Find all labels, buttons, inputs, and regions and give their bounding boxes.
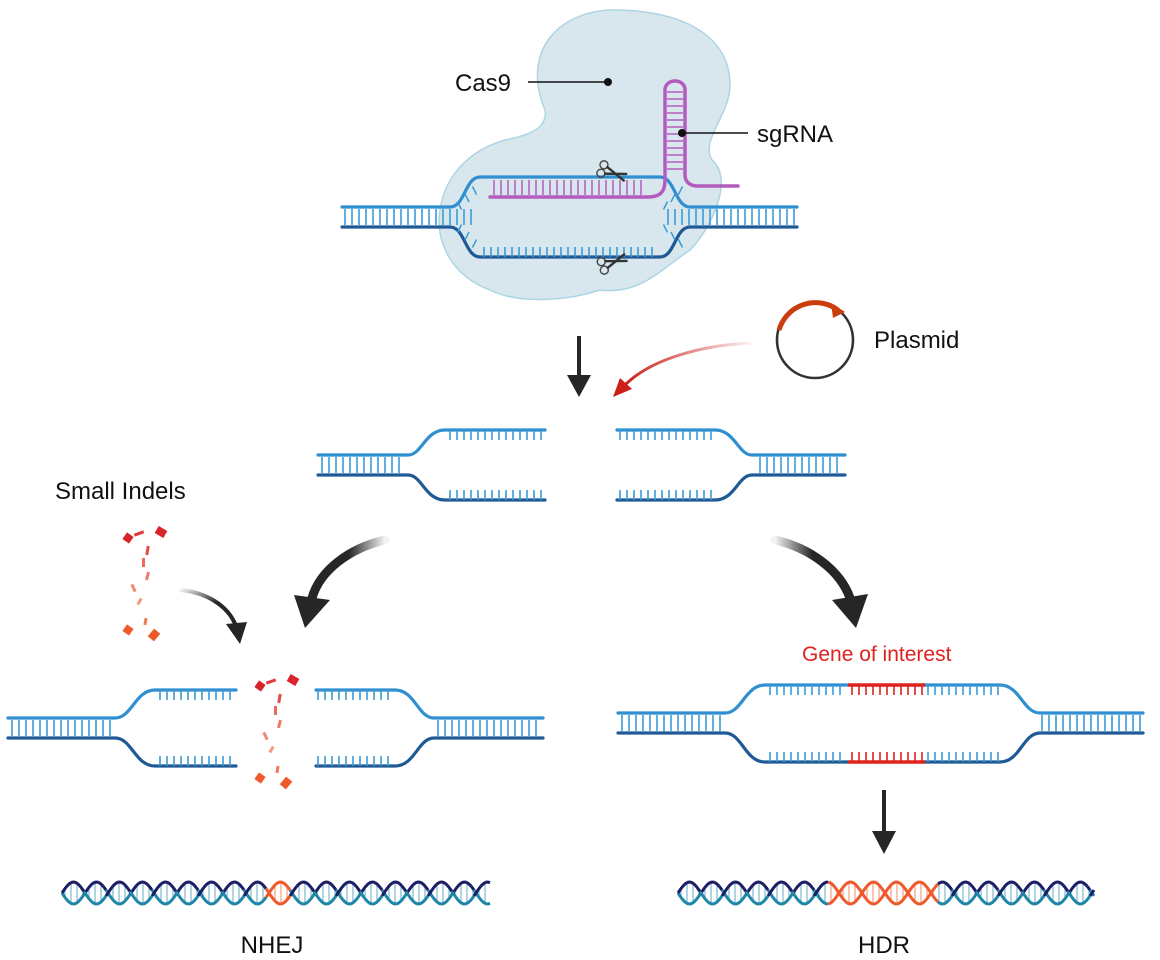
cas9-leader-dot	[604, 78, 612, 86]
dna-hdr-repair	[616, 683, 1145, 764]
hdr-label: HDR	[858, 932, 910, 959]
small-indels-fragments	[122, 526, 168, 642]
nhej-pathway-arrow	[294, 535, 390, 628]
scissors-icon	[596, 253, 628, 275]
cas9-protein	[438, 9, 731, 301]
nhej-label: NHEJ	[241, 932, 304, 959]
small-indels-label: Small Indels	[55, 478, 186, 505]
dna-nhej-repair	[6, 688, 545, 768]
plasmid-to-cut-arrow	[613, 341, 753, 397]
indels-insert-arrow	[179, 588, 247, 644]
cut-arrow	[567, 336, 591, 397]
hdr-result-helix	[676, 880, 1096, 906]
plasmid-icon	[775, 300, 855, 380]
sgrna-label: sgRNA	[757, 121, 833, 148]
plasmid-label: Plasmid	[874, 327, 959, 354]
dna-double-strand-break	[316, 428, 847, 502]
sgrna-leader-dot	[678, 129, 686, 137]
hdr-pathway-arrow	[770, 535, 868, 628]
hdr-result-arrow	[872, 790, 896, 854]
scissors-icon	[596, 160, 628, 182]
cas9-label: Cas9	[455, 70, 511, 97]
nhej-result-helix	[60, 880, 491, 906]
gene-of-interest-label: Gene of interest	[802, 643, 952, 666]
sgrna-strand	[488, 79, 740, 199]
inserted-indels	[254, 674, 300, 790]
